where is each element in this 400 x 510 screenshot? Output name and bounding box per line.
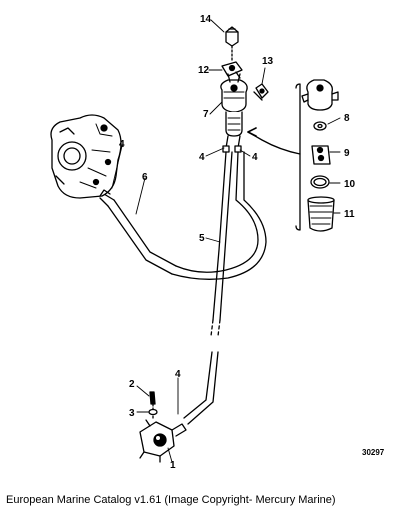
callout-2: 2 — [129, 379, 135, 390]
part-5-fuel-hose — [171, 151, 267, 425]
callout-13: 13 — [262, 56, 274, 67]
callout-12: 12 — [198, 65, 210, 76]
image-caption: European Marine Catalog v1.61 (Image Cop… — [6, 494, 336, 506]
callout-3: 3 — [129, 408, 135, 419]
callout-4-filter-left: 4 — [199, 152, 205, 163]
callout-14: 14 — [200, 14, 212, 25]
callout-6: 6 — [142, 172, 148, 183]
part-1-fuel-pump — [139, 419, 187, 463]
callout-7: 7 — [203, 109, 209, 120]
callout-1: 1 — [170, 460, 176, 471]
part-12-bracket — [221, 61, 243, 79]
part-14-cap-nut — [225, 26, 239, 63]
part-3-washer — [148, 408, 158, 416]
callout-5: 5 — [199, 233, 205, 244]
part-6-carburetor-hose — [99, 193, 177, 275]
callout-9: 9 — [344, 148, 350, 159]
exploded-parts-rail — [247, 83, 301, 231]
callout-8: 8 — [344, 113, 350, 124]
fuel-system-exploded-diagram: 14 12 13 7 8 9 10 11 4 4 4 6 5 2 3 4 1 3… — [50, 14, 385, 471]
part-7-fuel-filter-assembly — [220, 73, 248, 153]
leader-lines — [111, 19, 341, 463]
part-2-screw — [149, 391, 156, 421]
reference-number: 30297 — [362, 448, 385, 457]
filter-head — [301, 79, 339, 111]
callout-4-filter-right: 4 — [252, 152, 258, 163]
part-9-filter-element — [311, 145, 331, 165]
part-13-fitting — [253, 83, 269, 101]
carburetor — [50, 114, 122, 199]
callout-10: 10 — [344, 179, 356, 190]
part-11-filter-bowl — [307, 196, 335, 232]
part-8-nut — [313, 121, 327, 131]
part-10-o-ring — [310, 175, 330, 189]
callout-4-pump: 4 — [175, 369, 181, 380]
callout-4-carburetor: 4 — [119, 139, 125, 150]
callout-11: 11 — [344, 209, 355, 220]
